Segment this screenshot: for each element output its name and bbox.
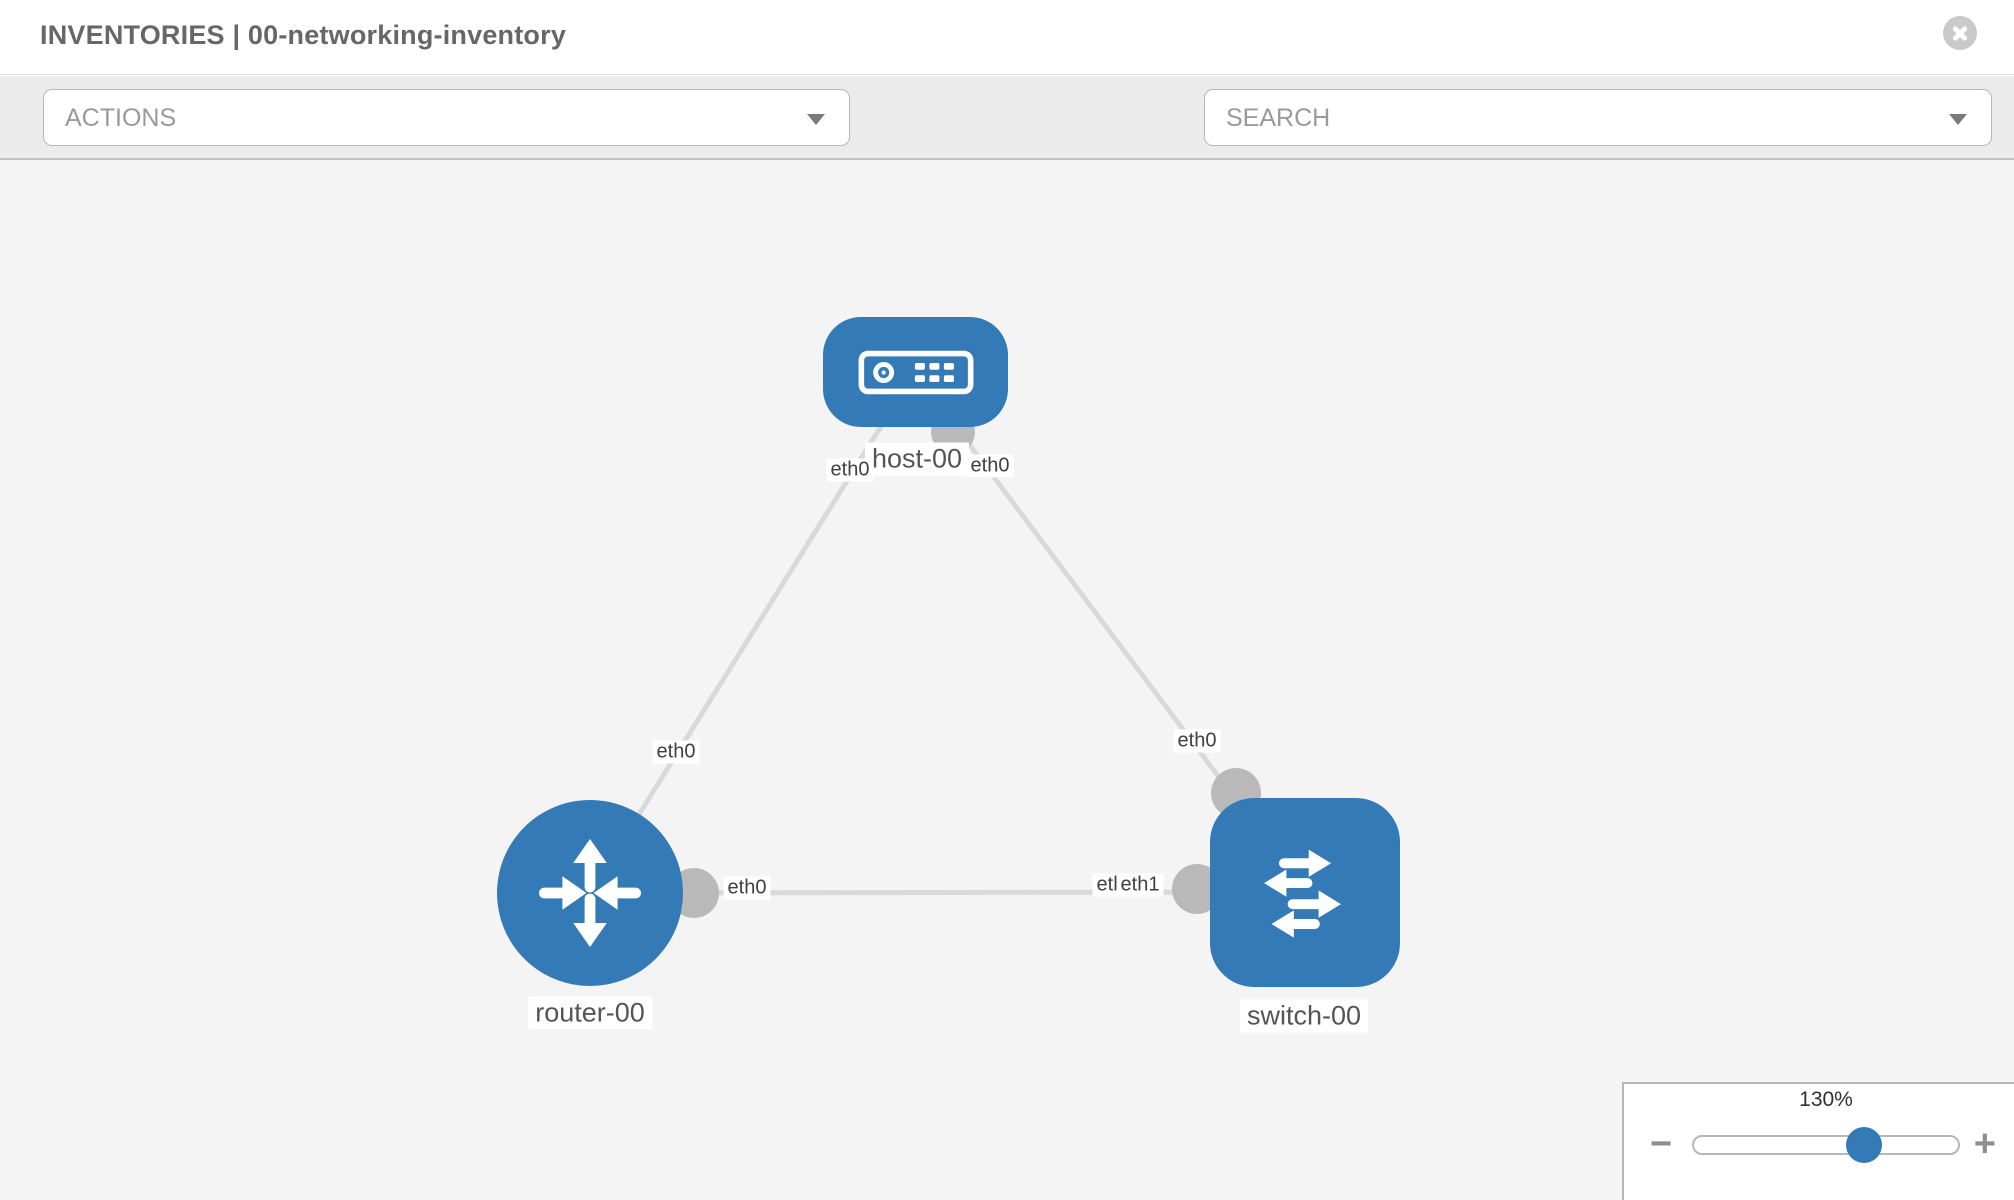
chevron-down-icon xyxy=(1949,114,1967,125)
actions-dropdown-label: ACTIONS xyxy=(65,104,177,132)
node-host-00[interactable] xyxy=(823,317,1008,427)
interface-label-host-eth0-right: eth0 xyxy=(966,454,1014,478)
zoom-out-icon[interactable]: − xyxy=(1650,1123,1673,1165)
zoom-in-icon[interactable]: + xyxy=(1973,1123,1996,1165)
node-router-00[interactable] xyxy=(497,800,683,986)
page-title: INVENTORIES | 00-networking-inventory xyxy=(40,20,567,50)
header: INVENTORIES | 00-networking-inventory xyxy=(0,0,2014,75)
switch-icon xyxy=(1264,849,1341,938)
search-dropdown[interactable]: SEARCH xyxy=(1204,89,1992,146)
interface-label-switch-eth1: eth1 xyxy=(1116,873,1164,897)
node-label-router-00: router-00 xyxy=(528,996,652,1030)
zoom-level-value: 130% xyxy=(1799,1088,1853,1111)
interface-label-switch-eth0-up: eth0 xyxy=(1173,729,1221,753)
toolbar: ACTIONS xyxy=(0,76,2014,213)
chevron-down-icon xyxy=(807,114,825,125)
interface-label-host-eth0-left: eth0 xyxy=(826,458,874,482)
search-dropdown-label: SEARCH xyxy=(1226,104,1331,132)
router-icon xyxy=(539,839,641,947)
node-label-host-00: host-00 xyxy=(864,442,970,476)
interface-connector xyxy=(1172,864,1222,914)
node-label-switch-00: switch-00 xyxy=(1239,999,1369,1033)
close-icon[interactable] xyxy=(1943,16,1977,50)
actions-dropdown[interactable]: ACTIONS xyxy=(43,89,850,146)
interface-label-router-eth0-up: eth0 xyxy=(652,740,700,764)
node-switch-00[interactable] xyxy=(1210,798,1400,987)
topology-canvas[interactable]: host-00 router-00 switch-00 eth0 eth0 et… xyxy=(0,160,2014,1200)
interface-label-router-eth0: eth0 xyxy=(723,876,771,900)
host-icon xyxy=(858,350,973,394)
zoom-control-panel: 130% − + xyxy=(1622,1082,2014,1200)
zoom-slider-track[interactable] xyxy=(1692,1135,1960,1155)
zoom-slider-thumb[interactable] xyxy=(1846,1127,1882,1163)
topology-links-layer xyxy=(587,370,1307,918)
